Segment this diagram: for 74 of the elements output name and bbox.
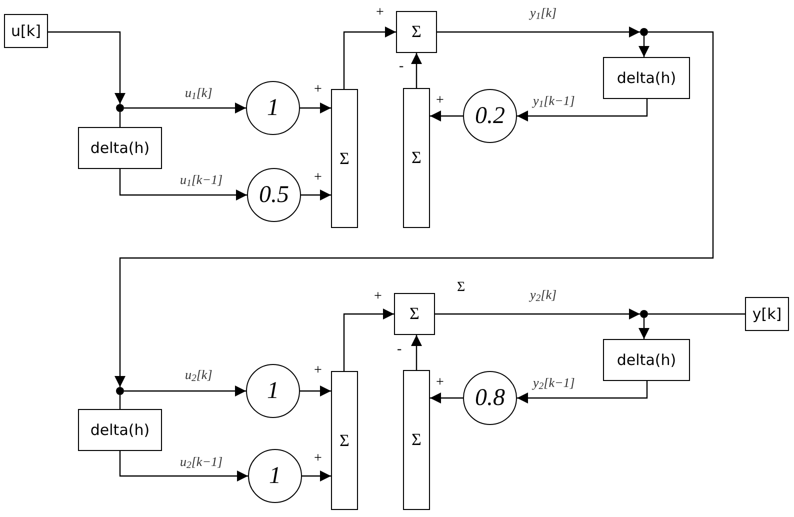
gain-value: 0.5 [259, 181, 289, 210]
sign-label: + [374, 290, 382, 304]
sign-label: + [436, 94, 444, 108]
sum-symbol: Σ [410, 303, 420, 326]
gain-value: 1 [267, 94, 279, 123]
sign-label: + [376, 6, 384, 20]
sum-symbol: Σ [340, 430, 350, 452]
summing-block [331, 89, 358, 228]
arrow [435, 308, 640, 320]
arrow [517, 381, 648, 404]
block [603, 57, 690, 99]
edge-label: u$_{1}$[k−1] [180, 173, 223, 186]
edge-label: u$_{2}$[k] [185, 368, 212, 381]
sign-label: + [314, 452, 322, 466]
block [603, 339, 690, 381]
summing-block [394, 293, 435, 335]
sum-symbol: Σ [412, 429, 422, 452]
block-label: u[k] [11, 20, 41, 42]
arrow [411, 53, 422, 88]
connector-line [119, 395, 121, 409]
arrow [437, 26, 640, 38]
arrow [411, 335, 422, 370]
sign-label: - [399, 60, 404, 74]
edge-label: y$_{1}$[k] [530, 6, 557, 19]
edge-label: u$_{2}$[k−1] [180, 455, 223, 468]
sign-label: + [314, 364, 322, 378]
sum-symbol: Σ [412, 21, 422, 44]
arrow [301, 190, 331, 200]
arrow [124, 386, 246, 396]
sign-label: + [314, 83, 322, 97]
block-label: delta(h) [616, 68, 676, 89]
summing-block [403, 88, 430, 228]
arrow [48, 31, 126, 104]
arrow [430, 392, 463, 404]
block-label: delta(h) [616, 350, 676, 371]
arrow [430, 110, 463, 122]
sign-label: - [397, 343, 402, 357]
sign-label: + [436, 376, 444, 390]
arrow [114, 31, 714, 387]
block [78, 409, 162, 451]
summing-block [396, 11, 437, 53]
connector-line [119, 112, 121, 127]
arrow [638, 318, 650, 339]
arrow [343, 308, 394, 371]
arrow [343, 26, 396, 89]
block [78, 127, 162, 169]
arrow [300, 386, 331, 396]
block-label: delta(h) [90, 138, 150, 159]
gain-value: 0.8 [475, 384, 505, 413]
arrow [300, 102, 331, 114]
arrow [517, 99, 648, 122]
arrow [302, 470, 331, 482]
block-label: y[k] [752, 304, 782, 325]
sum-symbol: Σ [412, 147, 422, 170]
sum-symbol: Σ [340, 148, 350, 170]
summing-block [331, 371, 358, 510]
block-label: delta(h) [90, 420, 150, 441]
arrow [119, 169, 247, 200]
edge-label: y$_{2}$[k−1] [533, 376, 575, 389]
arrow [124, 102, 246, 114]
gain-value: 1 [267, 377, 279, 406]
sign-label: + [314, 171, 322, 185]
edge-label: y$_{2}$[k] [530, 288, 557, 301]
edge-label: y$_{1}$[k−1] [533, 94, 575, 107]
arrow [638, 36, 650, 57]
block [4, 14, 48, 48]
arrow [119, 451, 248, 482]
connector-line [648, 313, 745, 315]
block [745, 297, 789, 331]
edge-label: u$_{1}$[k] [185, 86, 212, 99]
gain-value: 0.2 [475, 102, 505, 131]
sign-label: Σ [457, 281, 466, 295]
gain-value: 1 [269, 462, 281, 491]
summing-block [403, 370, 430, 510]
